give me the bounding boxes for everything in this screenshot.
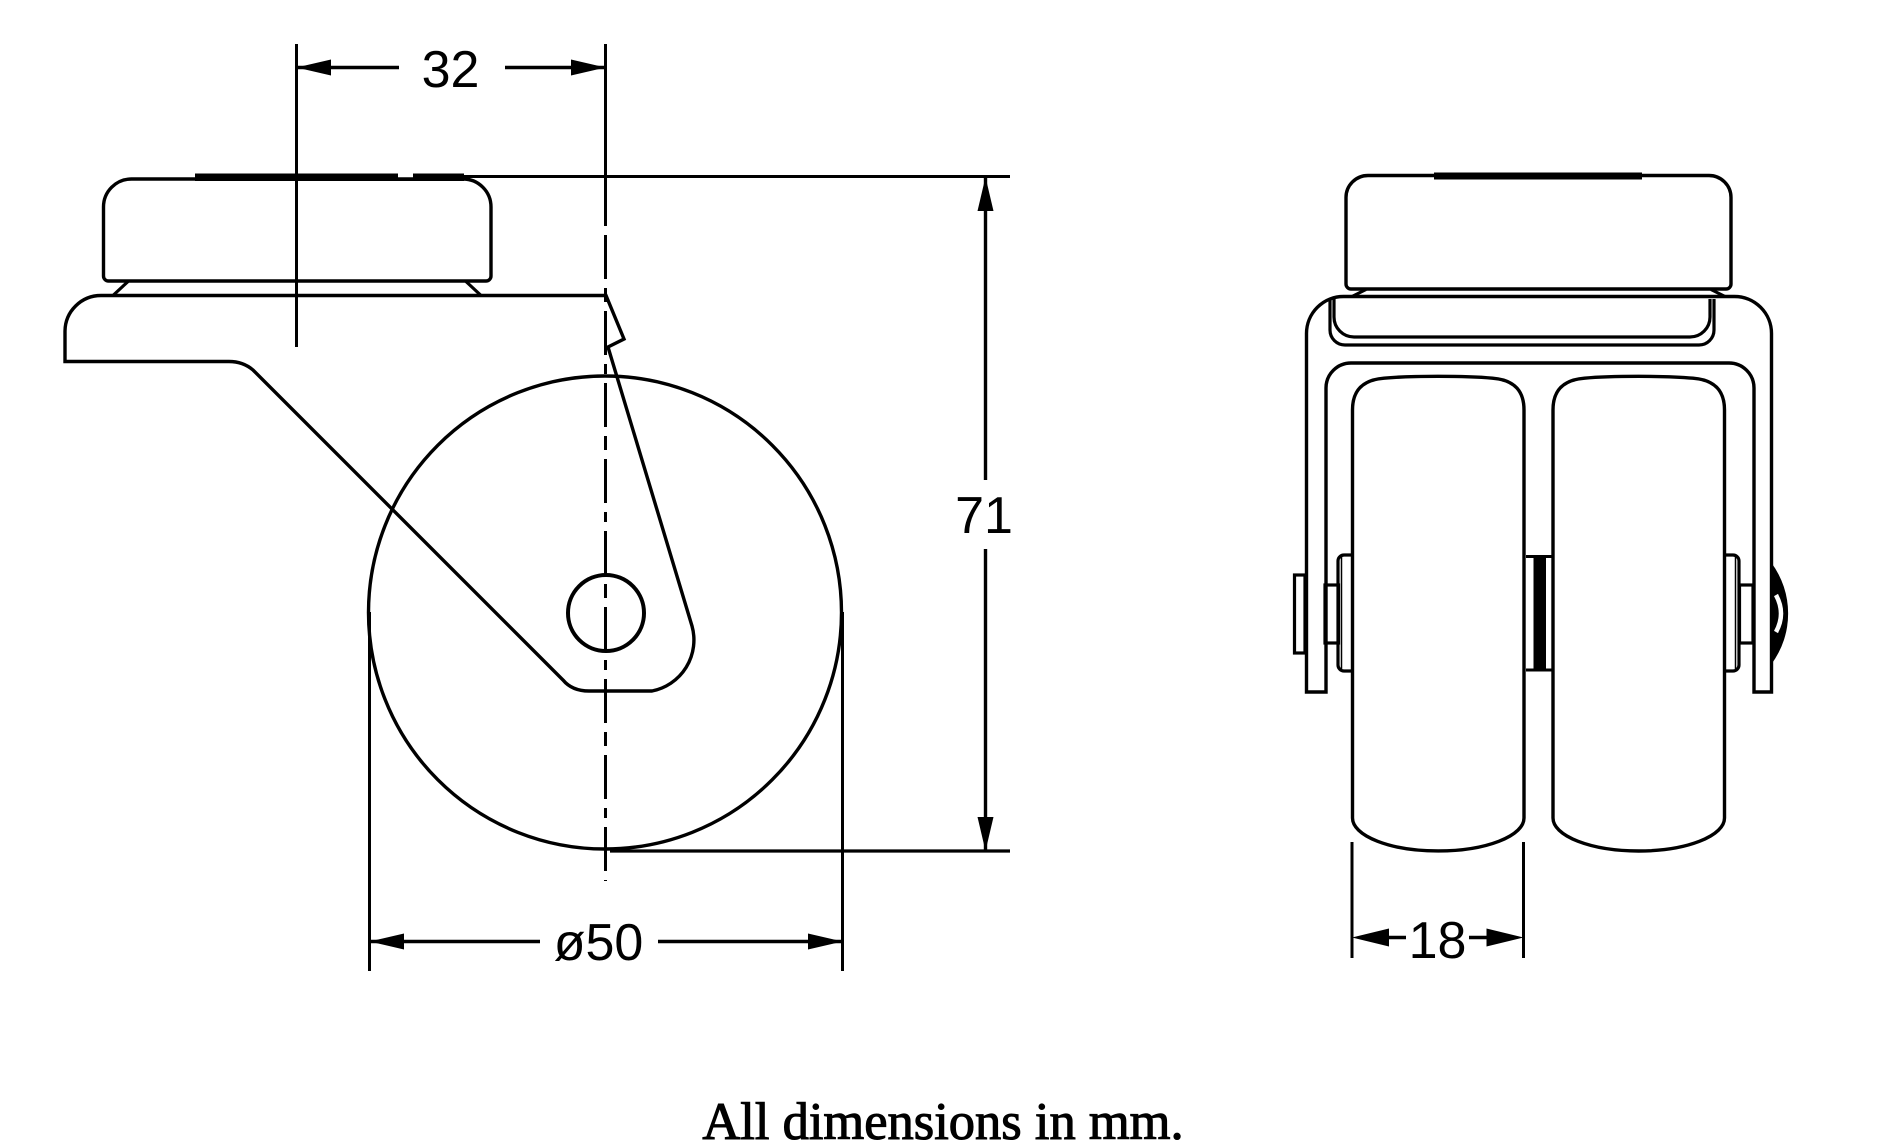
svg-text:71: 71	[955, 487, 1013, 545]
svg-text:All dimensions in mm.: All dimensions in mm.	[702, 1093, 1183, 1142]
svg-text:ø50: ø50	[554, 914, 644, 972]
svg-text:18: 18	[1409, 912, 1467, 970]
svg-text:32: 32	[422, 41, 480, 99]
